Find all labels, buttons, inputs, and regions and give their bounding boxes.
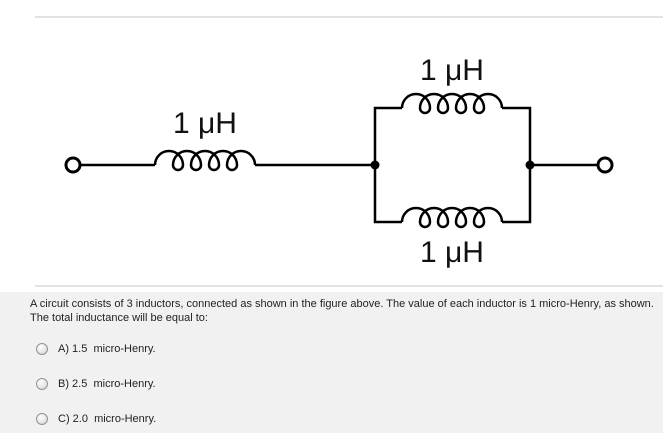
question-text: A circuit consists of 3 inductors, conne… xyxy=(30,297,660,326)
question-panel: A circuit consists of 3 inductors, conne… xyxy=(0,292,663,433)
parallel-right-bottom-wire xyxy=(502,165,532,224)
radio-option-b[interactable] xyxy=(36,378,48,390)
radio-option-a[interactable] xyxy=(36,343,48,355)
answer-option-b[interactable]: B) 2.5 micro-Henry. xyxy=(36,378,156,390)
parallel-right-top-wire xyxy=(502,106,532,165)
radio-option-c[interactable] xyxy=(36,413,48,425)
left-terminal xyxy=(64,156,82,174)
top-divider xyxy=(35,16,663,18)
parallel-left-top-wire xyxy=(373,106,402,165)
question-text-line1: A circuit consists of 3 inductors, conne… xyxy=(30,298,654,310)
parallel-top-inductor-label: 1 μH xyxy=(420,54,484,87)
circuit-figure: 1 μH 1 μH 1 μH xyxy=(64,54,614,269)
circuit-diagram: 1 μH 1 μH 1 μH xyxy=(64,54,614,269)
parallel-bottom-inductor-coil xyxy=(400,206,504,229)
option-b-label: B) 2.5 micro-Henry. xyxy=(58,378,156,390)
option-a-label: A) 1.5 micro-Henry. xyxy=(58,343,156,355)
series-inductor-coil xyxy=(153,149,257,172)
answer-option-c[interactable]: C) 2.0 micro-Henry. xyxy=(36,413,156,425)
junction-dot-left xyxy=(370,160,380,170)
parallel-bottom-inductor-label: 1 μH xyxy=(420,236,484,269)
bottom-divider xyxy=(35,285,663,287)
parallel-left-bottom-wire xyxy=(373,165,402,224)
question-text-line2: The total inductance will be equal to: xyxy=(30,312,208,325)
answer-option-a[interactable]: A) 1.5 micro-Henry. xyxy=(36,343,156,355)
parallel-top-inductor-coil xyxy=(400,92,504,115)
right-terminal xyxy=(596,156,614,174)
series-inductor-label: 1 μH xyxy=(173,107,237,140)
option-c-label: C) 2.0 micro-Henry. xyxy=(58,413,157,425)
